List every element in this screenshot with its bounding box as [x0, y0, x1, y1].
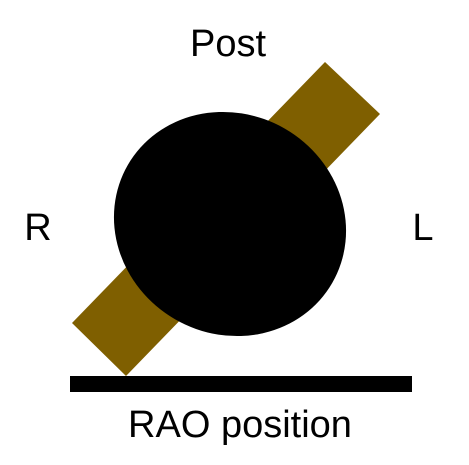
- caption-label: RAO position: [128, 404, 352, 446]
- r-label: R: [24, 207, 51, 249]
- table-bar: [70, 376, 412, 392]
- body-ellipse: [113, 111, 347, 337]
- post-label: Post: [190, 23, 266, 65]
- l-label: L: [412, 207, 433, 249]
